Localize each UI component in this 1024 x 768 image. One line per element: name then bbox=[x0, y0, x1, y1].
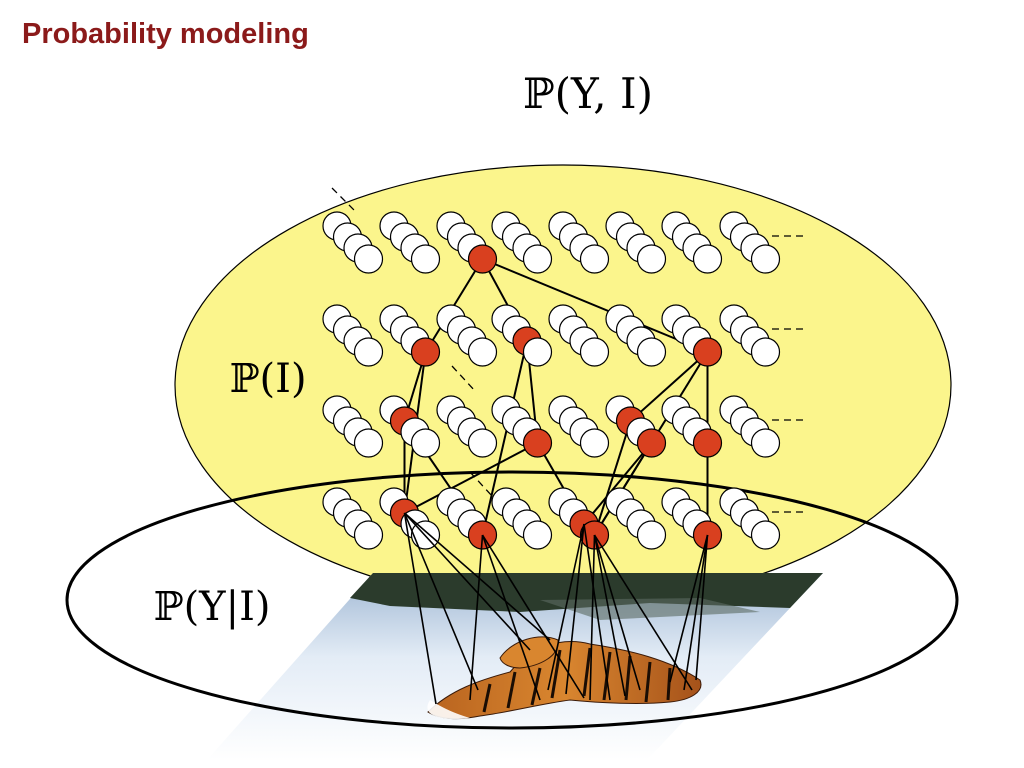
graph-edge bbox=[593, 420, 632, 536]
inactive-node bbox=[579, 428, 610, 458]
image-edge bbox=[683, 534, 709, 691]
depth-dash bbox=[451, 365, 477, 393]
graph-nodes bbox=[322, 211, 781, 550]
image-edge bbox=[669, 534, 709, 683]
inactive-node bbox=[353, 337, 384, 367]
active-node bbox=[522, 428, 553, 458]
inactive-node bbox=[750, 244, 781, 274]
inactive-node bbox=[522, 520, 553, 550]
inactive-node bbox=[522, 337, 553, 367]
inactive-node bbox=[353, 244, 384, 274]
image-edge bbox=[403, 512, 531, 651]
prior-probability-label: ℙ(I) bbox=[229, 356, 306, 402]
image-edge bbox=[565, 523, 585, 695]
image-edge bbox=[589, 534, 596, 701]
active-node bbox=[636, 428, 667, 458]
inactive-node bbox=[353, 428, 384, 458]
image-edge bbox=[695, 534, 709, 681]
active-node bbox=[692, 428, 723, 458]
likelihood-probability-label: ℙ(Y|I) bbox=[154, 584, 271, 630]
inactive-node bbox=[692, 244, 723, 274]
image-edge bbox=[469, 534, 484, 701]
image-edge bbox=[547, 523, 585, 691]
image-edge bbox=[403, 512, 479, 691]
depth-dash bbox=[469, 471, 493, 497]
graph-edge bbox=[482, 258, 708, 353]
slide-title: Probability modeling bbox=[22, 18, 309, 50]
active-node bbox=[410, 337, 441, 367]
image-edge bbox=[403, 512, 551, 641]
graph-edge bbox=[583, 442, 653, 525]
inactive-node bbox=[353, 520, 384, 550]
inactive-node bbox=[579, 244, 610, 274]
inactive-node bbox=[750, 520, 781, 550]
inactive-node bbox=[636, 337, 667, 367]
image-connection-lines bbox=[403, 512, 709, 705]
image-edge bbox=[593, 534, 641, 691]
tiger-image bbox=[207, 573, 823, 760]
graph-edge bbox=[629, 351, 709, 422]
image-edge bbox=[403, 512, 437, 705]
inactive-node bbox=[410, 244, 441, 274]
active-node bbox=[692, 337, 723, 367]
image-edge bbox=[593, 534, 693, 691]
dashed-lines bbox=[331, 187, 808, 513]
snow-spray bbox=[427, 700, 470, 720]
joint-probability-label: ℙ(Y, I) bbox=[523, 69, 653, 118]
inactive-node bbox=[410, 428, 441, 458]
image-edge bbox=[481, 534, 541, 701]
inactive-node bbox=[636, 520, 667, 550]
image-edge bbox=[583, 523, 611, 701]
graph-edge bbox=[404, 442, 538, 514]
image-edge bbox=[593, 534, 626, 697]
graph-edge bbox=[481, 340, 528, 536]
image-edge bbox=[481, 534, 585, 699]
active-node bbox=[467, 244, 498, 274]
tiger-head bbox=[499, 636, 559, 669]
inactive-node bbox=[467, 337, 498, 367]
inactive-node bbox=[467, 428, 498, 458]
depth-dash bbox=[331, 187, 357, 213]
inactive-node bbox=[579, 337, 610, 367]
inactive-node bbox=[750, 428, 781, 458]
inactive-node bbox=[750, 337, 781, 367]
inactive-node bbox=[522, 244, 553, 274]
inactive-node bbox=[636, 244, 667, 274]
likelihood-ellipse bbox=[65, 470, 959, 730]
